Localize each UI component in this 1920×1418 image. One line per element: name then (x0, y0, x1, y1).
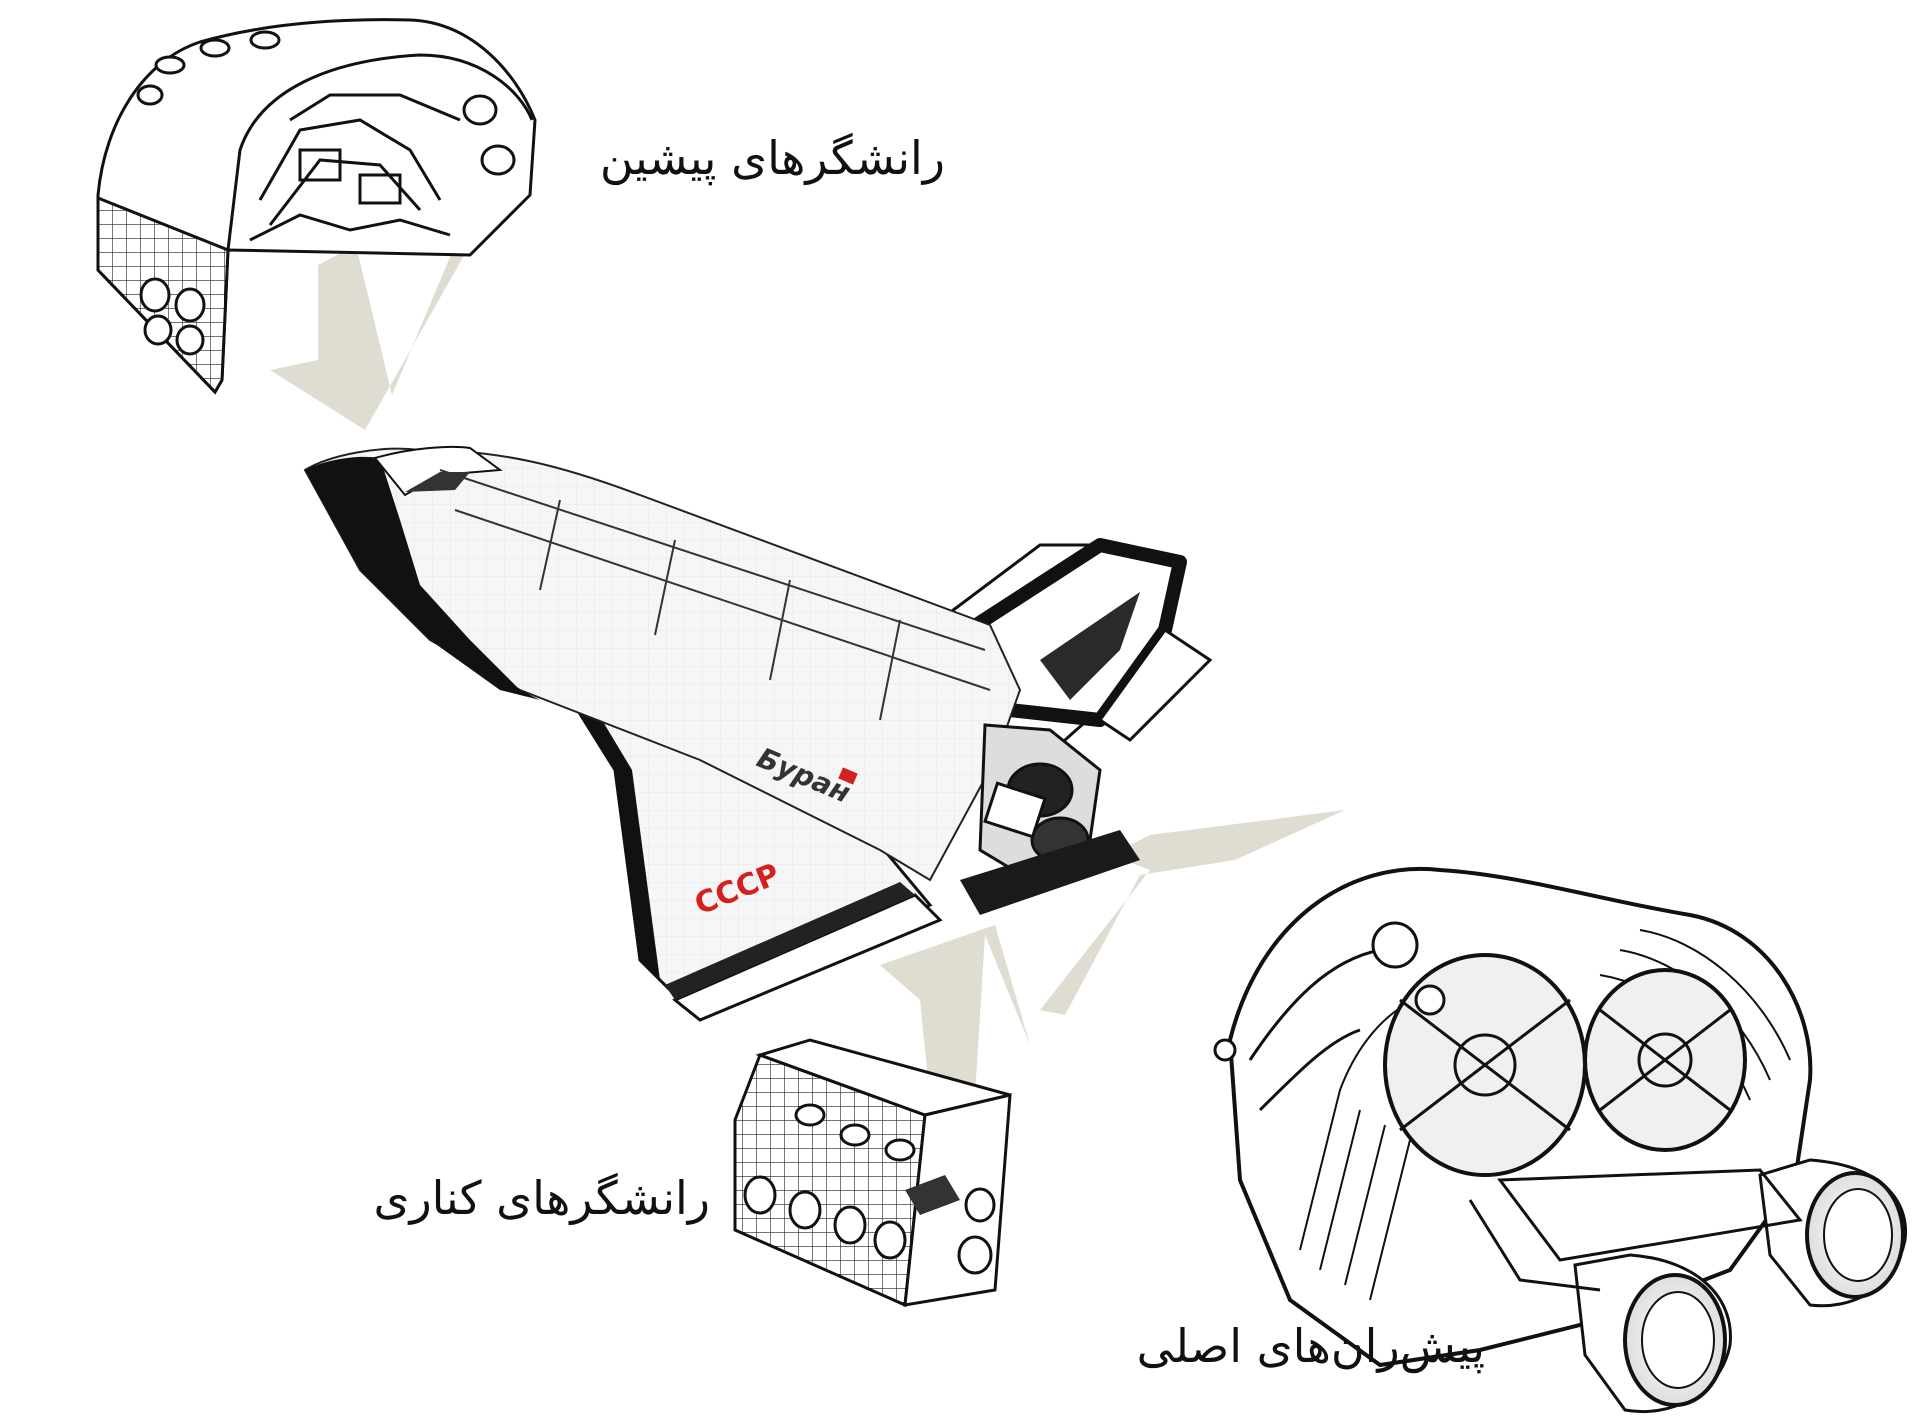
side-module-nozzles (743, 1103, 996, 1275)
orbiter-cockpit (373, 445, 503, 497)
orbiter-body-flap (960, 830, 1140, 915)
main-engine-module (1213, 866, 1908, 1414)
main-engine-nozzle-lower (1573, 1253, 1732, 1414)
forward-module-portholes (136, 30, 516, 356)
orbiter-cockpit-windows (405, 472, 470, 492)
side-thruster-module (733, 1038, 1012, 1308)
orbiter-engine-section (960, 723, 1140, 915)
orbiter-tail-fin-inner (1040, 592, 1140, 700)
arrow-main-body (1040, 810, 1345, 1015)
forward-thruster-module (96, 18, 537, 395)
orbiter-elevon-shadow (665, 882, 915, 1000)
buran-orbiter: Буран СССР (303, 445, 1213, 1022)
orbiter-payload-bay (439, 469, 991, 721)
main-module-struts (1248, 948, 1731, 1132)
forward-module-inner-frame (226, 53, 534, 251)
main-engine-nozzle-upper (1758, 1158, 1908, 1308)
arrow-forward-to-nose (270, 245, 470, 430)
arrow-forward-body (270, 245, 470, 430)
label-side-thrusters: رانشگرهای کناری (373, 1171, 710, 1225)
label-forward-thrusters: رانشگرهای پیشین (599, 131, 945, 185)
orbiter-wing-leading-edge (540, 650, 660, 980)
forward-module-plumbing (249, 93, 461, 242)
arrow-side-to-wing (880, 925, 1030, 1100)
arrow-side-body (880, 925, 1030, 1100)
arrow-main-to-engine (1040, 810, 1345, 1015)
orbiter-nose-underside (305, 456, 540, 700)
orbiter-flag (838, 767, 858, 785)
orbiter-rudder (1097, 627, 1213, 742)
main-module-frame (1468, 1168, 1803, 1292)
label-main-engines: پیش‌ران‌های اصلی (1136, 1319, 1485, 1373)
main-module-tanks (1213, 921, 1446, 1062)
orbiter-vent-block (983, 781, 1047, 839)
side-module-valve (905, 1175, 960, 1215)
